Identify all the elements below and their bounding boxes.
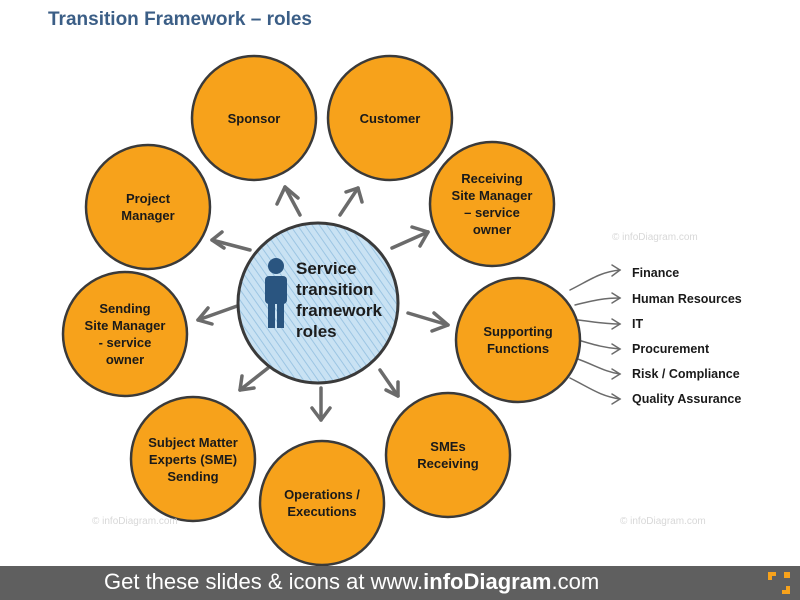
circles-group <box>61 54 582 566</box>
footer-bar: Get these slides & icons at www.infoDiag… <box>0 566 800 600</box>
function-quality-assurance: Quality Assurance <box>632 392 742 406</box>
supporting-functions-label: Supporting Functions <box>483 324 553 356</box>
receiving-site-manager-label: Receiving Site Manager – service owner <box>451 171 533 237</box>
operations-circle <box>258 439 386 566</box>
sme-sending-circle <box>129 395 257 523</box>
top-border <box>0 0 800 4</box>
customer-circle <box>326 54 454 182</box>
page-title: Transition Framework – roles <box>48 9 312 30</box>
function-arrows <box>569 264 622 405</box>
watermark: © infoDiagram.com <box>92 516 178 527</box>
function-it: IT <box>632 317 644 331</box>
project-manager-circle <box>84 143 212 271</box>
arrow-icon <box>238 366 270 392</box>
arrow-icon <box>310 386 332 422</box>
arrow-icon <box>338 186 364 217</box>
project-manager-label: Project Manager <box>121 191 175 223</box>
arrows-group <box>196 185 450 422</box>
footer-brand: infoDiagram <box>423 569 552 594</box>
infodiagram-logo-icon <box>768 572 790 594</box>
arrow-icon <box>275 185 302 217</box>
customer-label: Customer <box>359 110 421 126</box>
sending-site-manager-circle <box>61 270 189 398</box>
receiving-site-manager-circle <box>428 140 556 268</box>
function-risk-compliance: Risk / Compliance <box>632 367 740 381</box>
operations-label: Operations / Executions <box>284 487 360 519</box>
footer-suffix: .com <box>551 569 600 594</box>
supporting-functions-circle <box>454 276 582 404</box>
watermark: © infoDiagram.com <box>612 232 698 243</box>
person-icon <box>265 258 287 328</box>
sending-site-manager-label: Sending Site Manager - service owner <box>84 301 166 367</box>
arrow-icon <box>210 230 252 252</box>
arrow-icon <box>378 368 400 398</box>
function-procurement: Procurement <box>632 342 710 356</box>
arrow-icon <box>406 311 450 333</box>
sponsor-label: Sponsor <box>227 110 281 126</box>
footer-text[interactable]: Get these slides & icons at www.infoDiag… <box>104 569 599 595</box>
function-human-resources: Human Resources <box>632 292 742 306</box>
center-label: Service transition framework roles <box>296 259 382 341</box>
arrow-icon <box>390 225 430 250</box>
smes-receiving-label: SMEs Receiving <box>417 439 479 471</box>
smes-receiving-circle <box>384 391 512 519</box>
sponsor-circle <box>190 54 318 182</box>
arrow-icon <box>196 303 242 326</box>
diagram-canvas <box>61 54 622 566</box>
function-finance: Finance <box>632 266 680 280</box>
sme-sending-label: Subject Matter Experts (SME) Sending <box>148 434 238 484</box>
watermark: © infoDiagram.com <box>620 516 706 527</box>
footer-prefix: Get these slides & icons at www. <box>104 569 424 594</box>
